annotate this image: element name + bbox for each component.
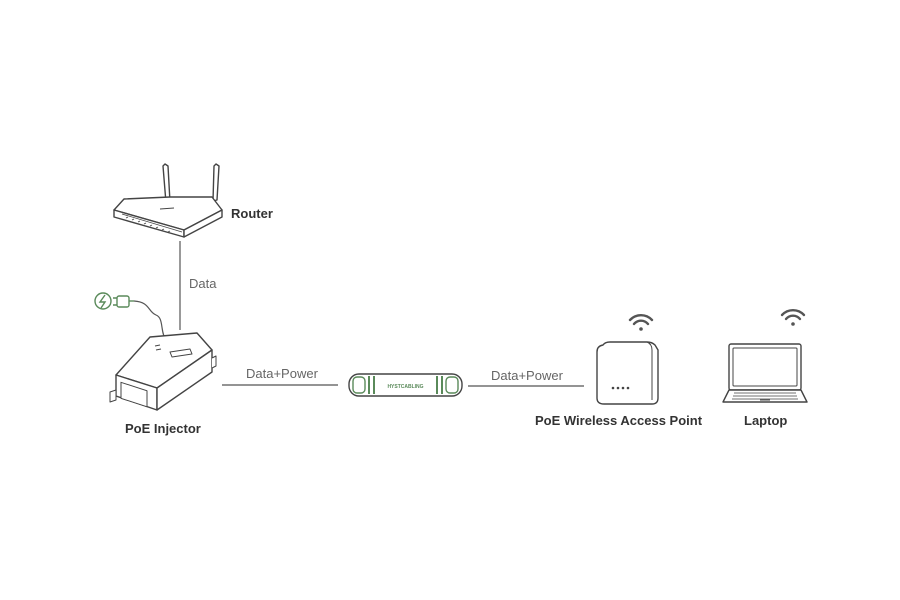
- laptop-label: Laptop: [744, 413, 788, 428]
- link-label-data: Data: [189, 276, 217, 291]
- router-icon: [113, 163, 223, 238]
- injector-label: PoE Injector: [125, 421, 201, 436]
- link-label-data-power-2: Data+Power: [491, 368, 563, 383]
- wifi-icon: [628, 314, 654, 331]
- cable-extender-icon: HYSTCABLING: [348, 373, 463, 397]
- router-label: Router: [231, 206, 273, 221]
- poe-injector-icon: [109, 332, 217, 411]
- power-plug-icon: [94, 292, 134, 310]
- power-cord: [133, 300, 167, 341]
- laptop-icon: [722, 343, 808, 403]
- access-point-icon: [596, 341, 659, 405]
- access-point-label: PoE Wireless Access Point: [535, 413, 703, 428]
- wifi-icon: [780, 309, 806, 326]
- link-label-data-power-1: Data+Power: [246, 366, 318, 381]
- extender-brand: HYSTCABLING: [387, 384, 423, 390]
